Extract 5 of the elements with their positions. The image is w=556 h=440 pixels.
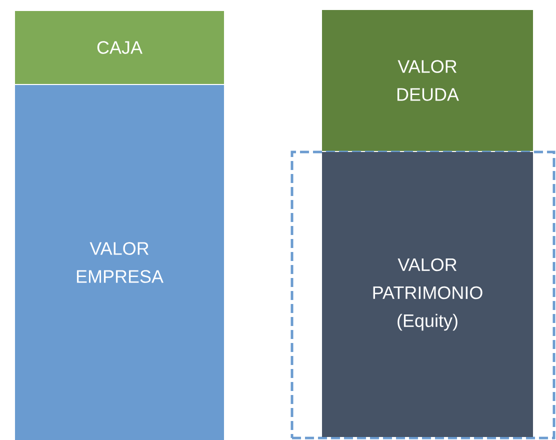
cash-block: CAJA: [15, 11, 224, 84]
value-block: VALOR EMPRESA: [15, 85, 224, 440]
value-block: VALOR DEUDA: [322, 10, 533, 151]
dashed-frame: [290, 150, 556, 440]
value-block: VALOR PATRIMONIO (Equity): [322, 152, 533, 437]
